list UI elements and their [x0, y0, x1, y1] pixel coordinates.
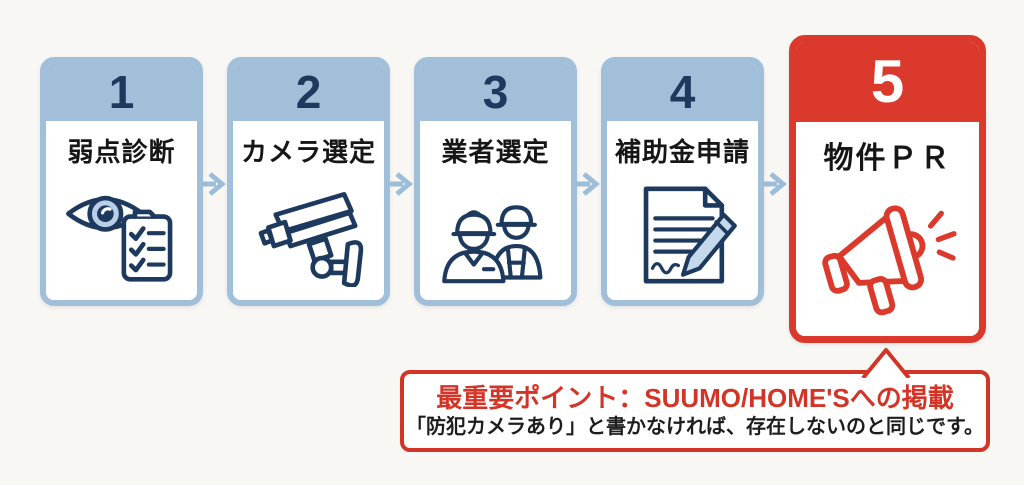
step-5-label: 物件ＰＲ: [823, 142, 952, 175]
step-5-number: 5: [870, 48, 905, 115]
flow-arrow-3-icon: [575, 170, 603, 198]
step-4-label: 補助金申請: [614, 137, 750, 167]
step-4-number: 4: [669, 66, 696, 118]
key-point-callout: 最重要ポイント：SUUMO/HOME'Sへの掲載 「防犯カメラあり」と書かなけれ…: [400, 370, 990, 452]
step-2-label: カメラ選定: [240, 137, 376, 167]
flow-arrow-2-icon: [388, 170, 416, 198]
step-1-label: 弱点診断: [67, 137, 176, 167]
callout-title: 最重要ポイント：SUUMO/HOME'Sへの掲載: [436, 382, 954, 413]
step-2-number: 2: [295, 66, 322, 118]
step-card-3: 3 業者選定: [414, 57, 577, 306]
callout-body: 「防犯カメラあり」と書かなければ、存在しないのと同じです。: [406, 415, 984, 438]
step-card-5: 5 物件ＰＲ: [789, 35, 986, 343]
document-pen-icon: [622, 169, 744, 300]
construction-workers-icon: [435, 169, 557, 300]
step-1-header: 1: [46, 63, 197, 121]
step-card-1: 1 弱点診断: [40, 57, 203, 306]
step-3-number: 3: [482, 66, 509, 118]
step-5-header: 5: [796, 42, 979, 122]
step-card-4: 4 補助金申請: [601, 57, 764, 306]
step-1-number: 1: [108, 66, 135, 118]
step-3-header: 3: [420, 63, 571, 121]
step-2-header: 2: [233, 63, 384, 121]
megaphone-icon: [813, 177, 963, 336]
step-3-label: 業者選定: [441, 137, 550, 167]
step-4-header: 4: [607, 63, 758, 121]
flow-arrow-4-icon: [762, 170, 790, 198]
callout-pointer-icon: [861, 346, 911, 383]
cctv-camera-icon: [248, 169, 370, 300]
step-card-2: 2 カメラ選定: [227, 57, 390, 306]
flow-arrow-1-icon: [201, 170, 229, 198]
eye-checklist-icon: [61, 169, 183, 300]
